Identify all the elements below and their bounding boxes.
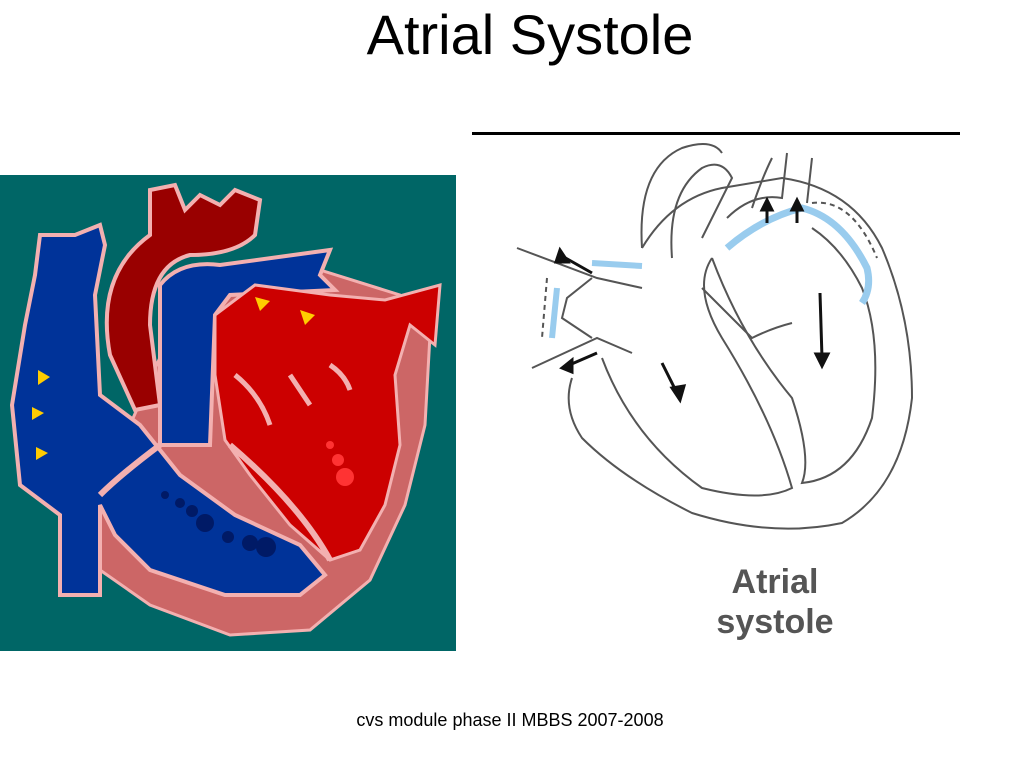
slide-footer: cvs module phase II MBBS 2007-2008 <box>356 710 664 730</box>
heart-outline <box>567 176 914 530</box>
line-heart-diagram <box>472 138 962 550</box>
right-ventricle-outline <box>601 257 794 497</box>
flow-arrow-icon <box>300 310 315 325</box>
atrial-contraction-highlight-right <box>724 204 873 305</box>
flow-arrow-icon <box>669 384 687 404</box>
atrial-contraction-highlight-left <box>549 260 643 339</box>
flow-arrow-icon <box>818 292 824 359</box>
oxygenated-drops <box>326 441 354 486</box>
pulmonary-outline <box>726 152 813 219</box>
flow-arrow-icon <box>553 246 571 264</box>
caption-line-2: systole <box>716 603 834 641</box>
colored-heart-diagram <box>0 175 456 651</box>
diagram-background <box>472 138 962 550</box>
left-heart-chambers <box>213 282 442 562</box>
slide-title: Atrial Systole <box>366 3 694 66</box>
valve-leaflets <box>233 362 353 426</box>
vena-cava-outline <box>516 247 643 369</box>
aorta-outline <box>640 143 734 259</box>
flow-arrow-icon <box>789 196 805 212</box>
flow-arrow-icon <box>32 407 44 420</box>
aorta <box>104 182 263 413</box>
relaxed-wall-dashed <box>541 201 878 339</box>
flow-arrow-icon <box>759 196 775 212</box>
blood-flow-drops <box>161 491 276 557</box>
flow-arrow-icon <box>255 297 270 311</box>
left-ventricle-outline <box>711 227 877 485</box>
diagram-caption: Atrial systole <box>690 562 860 642</box>
flow-arrow-icon <box>36 447 48 460</box>
interventricular-septum <box>97 442 333 562</box>
flow-arrow-icon <box>559 356 574 375</box>
right-heart-chambers <box>9 222 328 597</box>
caption-line-1: Atrial <box>731 563 819 601</box>
flow-arrow-icon <box>38 370 50 385</box>
flow-arrow-icon <box>813 352 831 370</box>
divider-line <box>472 132 960 135</box>
septum-outline <box>701 287 793 340</box>
